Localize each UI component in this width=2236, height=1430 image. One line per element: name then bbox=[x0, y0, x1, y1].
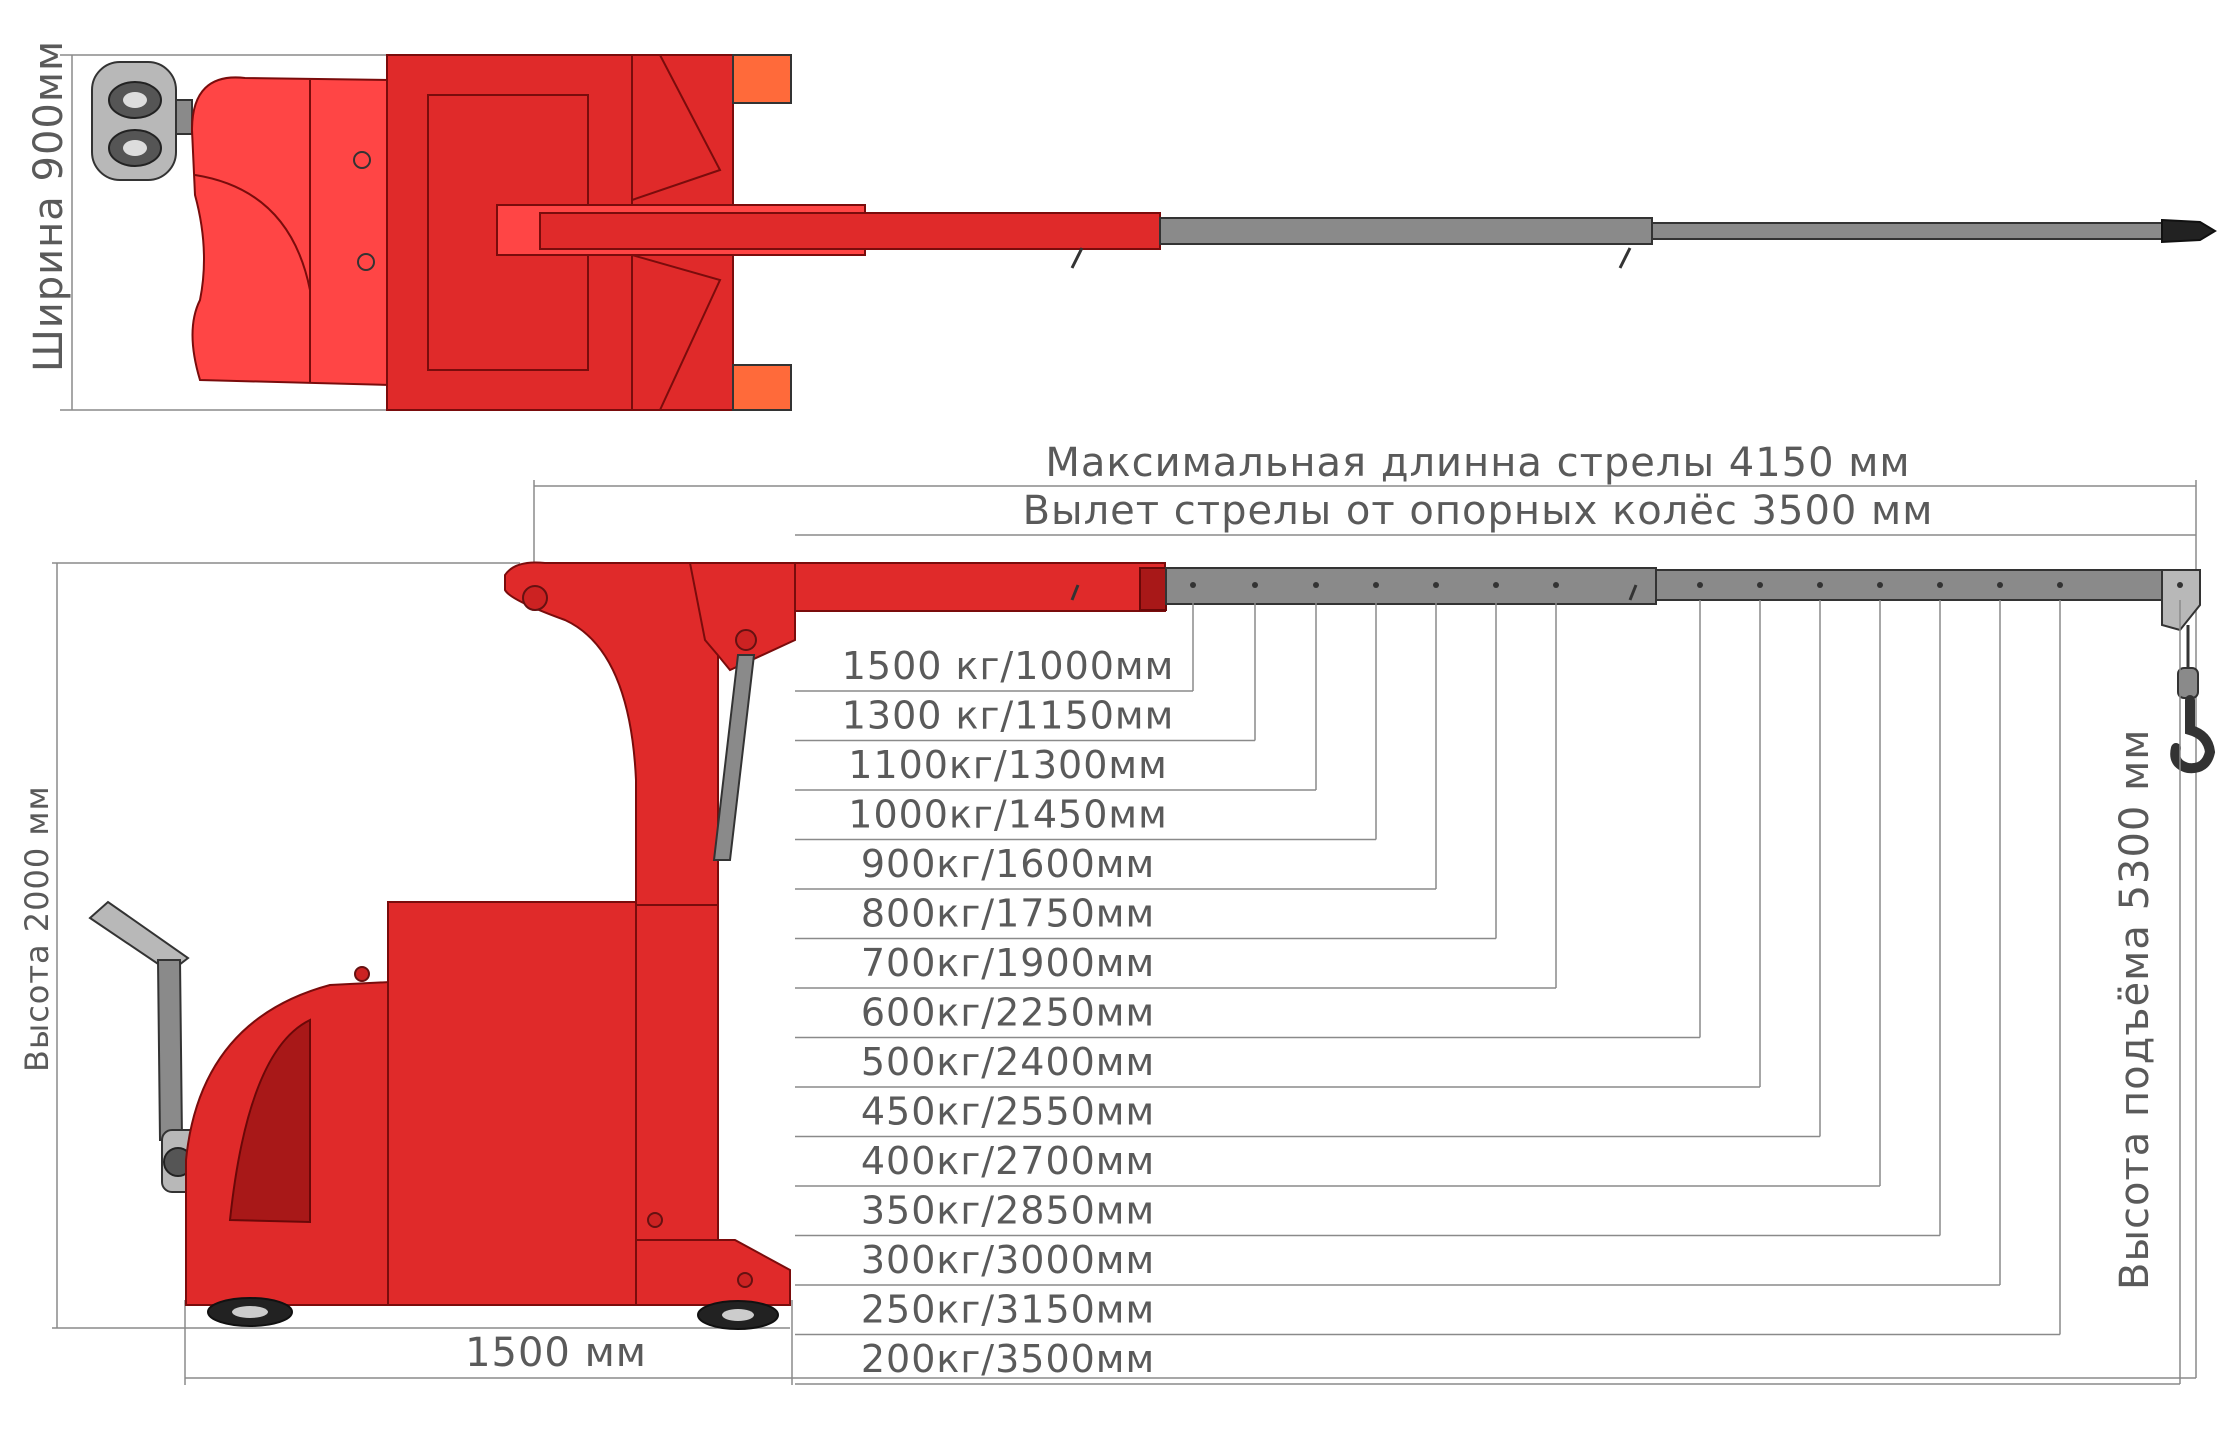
boom-marker bbox=[1997, 582, 2003, 588]
boom-marker bbox=[1313, 582, 1319, 588]
boom-section-2-top bbox=[1159, 217, 1653, 245]
reach-label: Вылет стрелы от опорных колёс 3500 мм bbox=[1023, 488, 1934, 534]
boom-marker bbox=[2177, 582, 2183, 588]
load-table: 1500 кг/1000мм 1300 кг/1150мм 1100кг/1300м… bbox=[795, 582, 2183, 1385]
boom-marker bbox=[1433, 582, 1439, 588]
load-table-row: 250кг/3150мм bbox=[861, 1288, 1155, 1332]
boom-marker bbox=[1190, 582, 1196, 588]
outrigger-leg-side bbox=[635, 1239, 791, 1306]
boom-marker bbox=[1493, 582, 1499, 588]
pivot-pin-icon bbox=[522, 585, 548, 611]
boom-marker bbox=[1553, 582, 1559, 588]
load-table-row: 450кг/2550мм bbox=[861, 1090, 1155, 1134]
height-label: Высота 2000 мм bbox=[18, 785, 56, 1072]
boom-marker bbox=[1373, 582, 1379, 588]
load-table-row: 200кг/3500мм bbox=[861, 1337, 1155, 1381]
hook-icon bbox=[2170, 625, 2216, 774]
top-view: Ширина 900мм bbox=[26, 40, 2217, 411]
boom-section-3-top bbox=[1651, 222, 2163, 240]
front-cover-top bbox=[190, 76, 391, 387]
base-label: 1500 мм bbox=[465, 1330, 647, 1376]
boom-marker bbox=[1697, 582, 1703, 588]
load-table-row: 600кг/2250мм bbox=[861, 991, 1155, 1035]
load-table-row: 1500 кг/1000мм bbox=[842, 644, 1175, 688]
main-body-side bbox=[387, 901, 637, 1306]
boom-head bbox=[2161, 569, 2201, 632]
load-table-row: 1000кг/1450мм bbox=[848, 793, 1167, 837]
width-label: Ширина 900мм bbox=[26, 40, 72, 372]
load-table-row: 1100кг/1300мм bbox=[848, 743, 1167, 787]
boom-section-3 bbox=[1655, 569, 2163, 601]
load-table-row: 1300 кг/1150мм bbox=[842, 694, 1175, 738]
boom-red-section bbox=[794, 562, 1166, 612]
tiller-handle-top bbox=[91, 61, 193, 181]
hydraulic-cylinder bbox=[712, 654, 756, 861]
bolt-icon bbox=[353, 151, 371, 169]
boom-marker bbox=[1757, 582, 1763, 588]
lift-height-label: Высота подъёма 5300 мм bbox=[2112, 729, 2158, 1290]
boom-red-section-top bbox=[539, 212, 1161, 250]
boom-marker bbox=[1252, 582, 1258, 588]
bolt-icon bbox=[357, 253, 375, 271]
max-boom-label: Максимальная длинна стрелы 4150 мм bbox=[1045, 440, 1910, 486]
boom-marker bbox=[1817, 582, 1823, 588]
load-table-row: 300кг/3000мм bbox=[861, 1238, 1155, 1282]
boom-marker bbox=[2057, 582, 2063, 588]
cylinder-pin-icon bbox=[735, 629, 757, 651]
outrigger-wheel-top bbox=[732, 54, 792, 104]
boom-section-2 bbox=[1165, 567, 1657, 605]
side-view: Максимальная длинна стрелы 4150 мм Вылет… bbox=[18, 440, 2216, 1385]
load-table-row: 700кг/1900мм bbox=[861, 941, 1155, 985]
boom-marker bbox=[1877, 582, 1883, 588]
load-table-row: 350кг/2850мм bbox=[861, 1189, 1155, 1233]
boom-tip-top bbox=[2161, 218, 2217, 244]
boom-marker bbox=[1937, 582, 1943, 588]
load-table-row: 400кг/2700мм bbox=[861, 1139, 1155, 1183]
load-table-row: 900кг/1600мм bbox=[861, 842, 1155, 886]
load-table-row: 500кг/2400мм bbox=[861, 1040, 1155, 1084]
outrigger-wheel-bottom bbox=[732, 364, 792, 411]
load-table-row: 800кг/1750мм bbox=[861, 892, 1155, 936]
crane-column bbox=[504, 561, 719, 906]
